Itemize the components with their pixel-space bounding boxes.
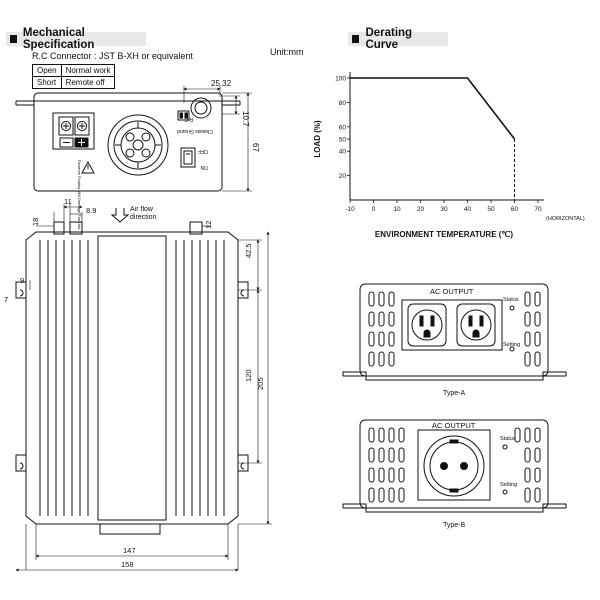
dim-8-9: 8.9 [86,206,96,215]
dim-205: 205 [256,377,265,390]
top-view [15,204,272,572]
square-bullet-icon [352,35,360,43]
dim-18: 18 [31,218,40,226]
x-tick-label: 10 [393,206,401,213]
rc-cell: Short [32,76,62,89]
x-note: (HORIZONTAL) [546,216,585,222]
dim-9: 9 [20,276,24,285]
dim-7: 7 [4,295,8,304]
airflow-arrow-icon [110,208,130,223]
square-bullet-icon [10,35,17,43]
dim-25-32: 25.32 [211,79,232,88]
dim-42-5: 42.5 [244,243,253,258]
on-label: ON [200,164,208,170]
x-axis-label: ENVIRONMENT TEMPERATURE (℃) [375,230,514,239]
status-led-icon [509,305,515,311]
unit-label: Unit:mm [270,47,304,57]
y-tick-label: 100 [335,76,346,83]
rc-table: Open Normal work Short Remote off [32,64,116,89]
dim-147: 147 [123,546,136,555]
y-tick-label: 40 [339,149,347,156]
mech-spec-title: Mechanical Specification [22,27,95,51]
x-tick-label: 70 [534,206,542,213]
type-a-view [342,283,567,381]
x-tick-label: 50 [487,206,495,213]
rc-connector-label: R.C Connector : JST B-XH or equivalent [32,51,193,61]
table-row: Open Normal work [32,64,116,77]
type-a-setting: Setting [503,342,520,348]
power-switch [180,147,196,168]
derating-header: Derating Curve [348,27,448,51]
mech-spec-header: Mechanical Specification [6,27,146,51]
setting-knob-icon [502,489,508,495]
off-label: OFF [198,148,208,154]
rc-connector [177,110,190,121]
x-tick-label: 30 [440,206,448,213]
y-axis-label: LOAD (%) [313,120,322,158]
derating-title: Derating Curve [365,27,413,51]
us-outlet-icon [407,303,447,347]
warning-icon [81,160,95,174]
front-panel-view [15,86,252,192]
dim-12: 12 [204,221,213,229]
y-tick-label: 60 [339,124,347,131]
airflow-label: Air flow direction [130,206,157,221]
y-tick-label: 80 [339,100,347,107]
type-a-status: Status [503,297,519,303]
x-tick-label: 60 [511,206,519,213]
status-led-icon [502,444,508,450]
type-b-view [342,419,567,513]
type-b-ac-output: AC OUTPUT [432,421,476,430]
rc-label: R.C [184,116,193,122]
outlet-frame [417,429,491,501]
dim-158: 158 [121,560,134,569]
dim-10-7: 10.7 [241,111,250,127]
us-outlet-icon [456,303,496,347]
x-tick-label: -10 [345,206,355,213]
x-tick-label: 40 [464,206,472,213]
type-b-status: Status [500,436,516,442]
setting-knob-icon [509,346,515,352]
type-b-caption: Type-B [443,522,466,529]
dc-terminal-block [52,112,95,150]
dim-120: 120 [244,369,253,382]
warning-label: Reverse Polarity Will Damage The Unit [77,160,82,230]
table-row: Short Remote off [32,76,116,89]
x-tick-label: 20 [417,206,425,213]
type-a-caption: Type-A [443,390,466,397]
type-b-setting: Setting [500,482,517,488]
outlet-frame [401,299,503,351]
type-a-ac-output: AC OUTPUT [430,287,474,296]
y-tick-label: 50 [339,137,347,144]
y-tick-label: 20 [339,173,347,180]
schuko-outlet-icon [423,435,485,497]
fan-icon [107,114,169,176]
derating-chart: 20 40 50 60 80 100 -10 0 10 20 30 40 50 60 70 (HORIZONT… [313,72,585,239]
rc-cell: Remote off [60,76,116,89]
ground-screw [190,97,212,119]
x-tick-label: 0 [372,206,376,213]
ground-label: Chassis Ground [177,128,213,134]
series-line [350,77,516,140]
dim-67: 67 [251,143,260,152]
dim-11: 11 [64,197,72,206]
